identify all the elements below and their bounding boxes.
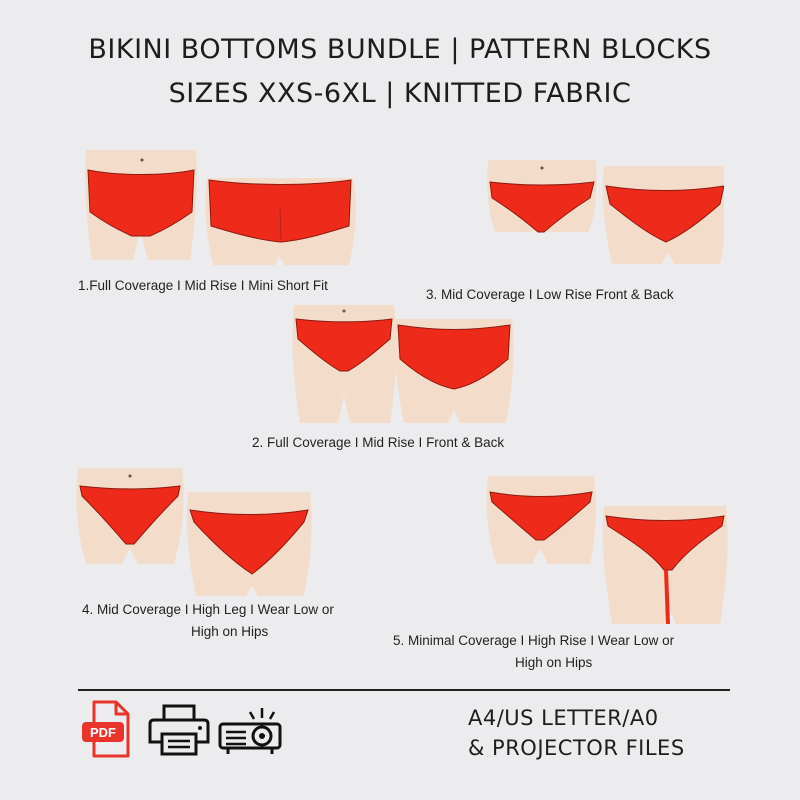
- title-line-2: SIZES XXS-6XL | KNITTED FABRIC: [168, 78, 632, 109]
- style-1-caption: 1.Full Coverage I Mid Rise I Mini Short …: [78, 278, 328, 293]
- style-5-front: [486, 476, 597, 564]
- style-5-back: [602, 506, 728, 625]
- style-4-caption-line-1: 4. Mid Coverage I High Leg I Wear Low or: [82, 602, 334, 617]
- style-1-back: [205, 178, 356, 265]
- title-line-1: BIKINI BOTTOMS BUNDLE | PATTERN BLOCKS: [88, 34, 712, 65]
- footer-divider: [78, 689, 730, 691]
- style-3-caption: 3. Mid Coverage I Low Rise Front & Back: [426, 287, 674, 302]
- printer-icon: [148, 704, 210, 760]
- style-4-back: [186, 492, 312, 596]
- style-2-caption: 2. Full Coverage I Mid Rise I Front & Ba…: [252, 435, 505, 450]
- style-2-back: [394, 319, 514, 423]
- style-1-illustration: [78, 150, 368, 265]
- style-2-front: [292, 305, 397, 423]
- projector-icon: [218, 704, 282, 760]
- style-5-caption-line-2: High on Hips: [515, 655, 593, 670]
- file-formats-line-1: A4/US LETTER/A0: [468, 706, 659, 730]
- style-5-caption-line-1: 5. Minimal Coverage I High Rise I Wear L…: [393, 633, 675, 648]
- file-formats-line-2: & PROJECTOR FILES: [468, 736, 685, 760]
- pdf-label: PDF: [90, 725, 116, 740]
- style-1-front: [85, 150, 197, 260]
- style-5-illustration: [484, 476, 744, 626]
- style-3-front: [487, 160, 597, 233]
- style-2-illustration: [290, 305, 520, 425]
- style-4-illustration: [74, 468, 314, 598]
- style-3-illustration: [484, 160, 724, 275]
- file-formats: A4/US LETTER/A0 & PROJECTOR FILES: [468, 703, 685, 763]
- style-4-front: [76, 468, 184, 564]
- style-3-back: [602, 166, 724, 264]
- pdf-file-icon: PDF: [80, 700, 136, 764]
- style-4-caption-line-2: High on Hips: [191, 624, 269, 639]
